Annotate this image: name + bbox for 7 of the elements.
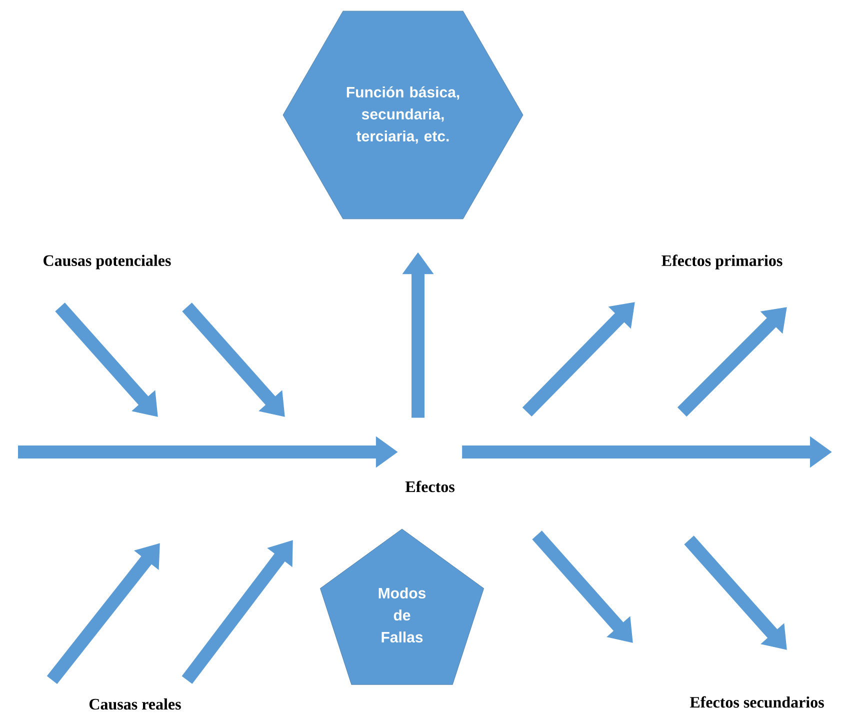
hexagon: Función básica, secundaria, terciaria, etc. — [282, 10, 524, 220]
pentagon: Modos de Fallas — [320, 528, 484, 685]
center-label: Efectos — [405, 480, 454, 492]
category-label: Causas potenciales — [44, 254, 171, 270]
category-label: Efectos primarios — [662, 254, 782, 270]
category-label: Efectos secundarios — [690, 696, 824, 708]
category-label: Causas reales — [90, 698, 181, 710]
